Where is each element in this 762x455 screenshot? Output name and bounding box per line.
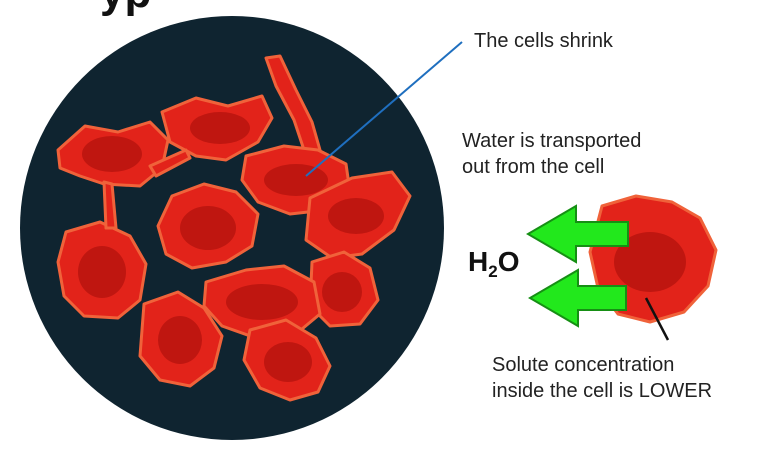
cell-nucleus xyxy=(190,112,250,144)
cell-nucleus xyxy=(82,136,142,172)
label-solute-concentration: Solute concentration inside the cell is … xyxy=(492,352,712,404)
label-solute-line-2: inside the cell is LOWER xyxy=(492,380,713,402)
cell-nucleus xyxy=(264,164,328,196)
cell-nucleus xyxy=(322,272,362,312)
water-arrow-upper xyxy=(526,204,629,264)
cell-strand xyxy=(148,148,192,178)
label-solute-line-1: Solute concentration xyxy=(492,354,675,376)
single-cell-nucleus xyxy=(614,232,686,292)
pointer-line-cells-shrink xyxy=(305,41,463,177)
cell-nucleus xyxy=(328,198,384,234)
cell-nucleus xyxy=(158,316,202,364)
h2o-o: O xyxy=(497,246,520,277)
shrunken-cells xyxy=(56,54,412,402)
cell-nucleus xyxy=(226,284,298,320)
cell-strand xyxy=(102,180,118,230)
pointer-line-solute xyxy=(644,297,670,341)
label-water-line-2: out from the cell xyxy=(462,156,605,178)
cell-nucleus xyxy=(180,206,236,250)
h2o-label: H2O xyxy=(468,246,519,282)
water-arrow-lower xyxy=(528,268,627,328)
h2o-subscript: 2 xyxy=(488,262,498,281)
cell-nucleus xyxy=(78,246,126,298)
label-water-transported: Water is transported out from the cell xyxy=(462,128,641,180)
label-cells-shrink: The cells shrink xyxy=(474,30,613,52)
h2o-h: H xyxy=(468,246,489,277)
cell-nucleus xyxy=(264,342,312,382)
title-fragment: yp xyxy=(100,0,151,18)
label-water-line-1: Water is transported xyxy=(462,130,642,152)
